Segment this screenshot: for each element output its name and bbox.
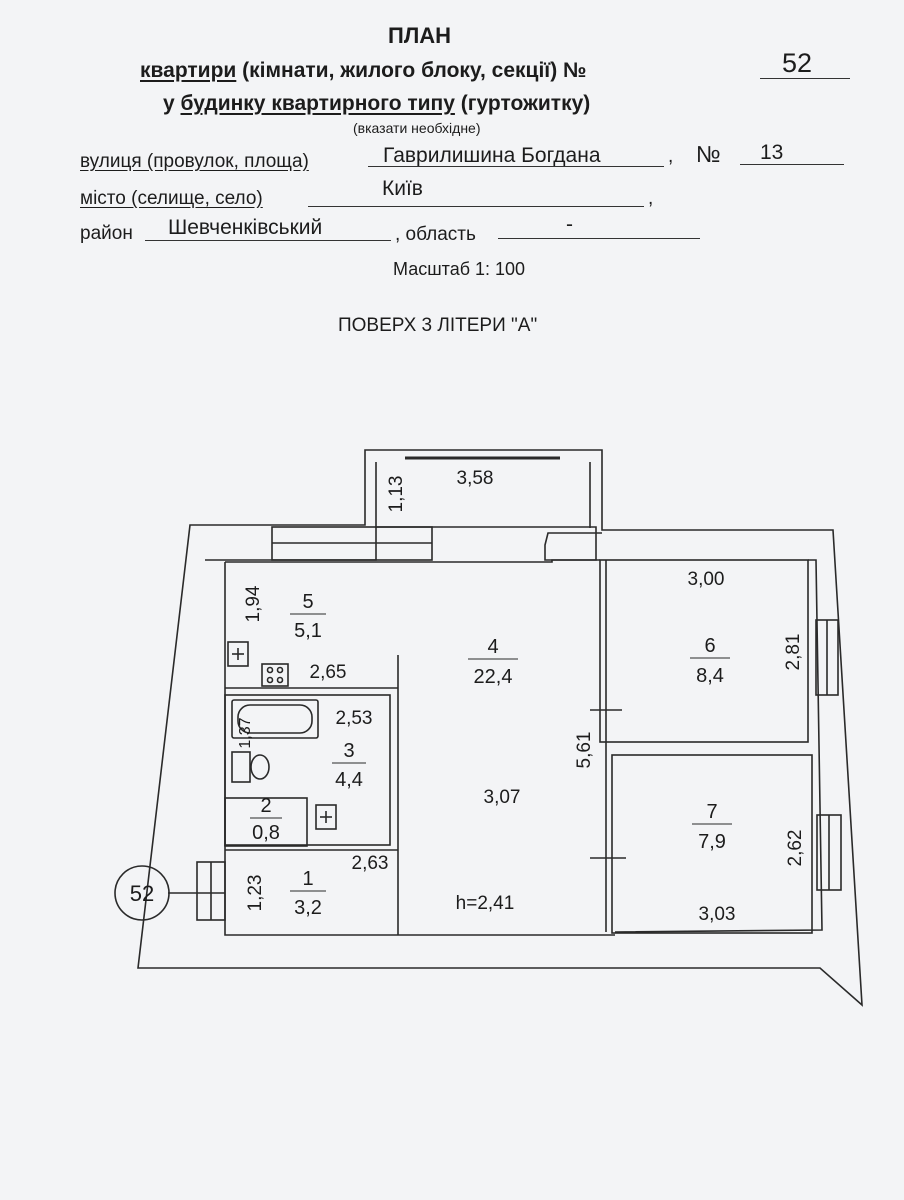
dim-room6-height: 2,81 <box>783 634 804 671</box>
dim-kitchen-height: 1,94 <box>243 585 264 622</box>
room-number: 3 <box>343 740 354 762</box>
apartment-number: 52 <box>782 48 813 78</box>
document-title: ПЛАН <box>388 23 452 48</box>
region-label: , область <box>395 224 476 245</box>
district-label: район <box>80 223 133 244</box>
header-line-1-rest: (кімнати, жилого блоку, секції) № <box>236 59 587 82</box>
district-underline <box>145 240 391 241</box>
room-area: 7,9 <box>698 831 726 853</box>
dim-balcony-depth: 1,13 <box>386 476 407 513</box>
room-6-label: 6 8,4 <box>690 635 730 687</box>
room-number: 2 <box>260 795 271 817</box>
district-value: Шевченківський <box>168 216 323 239</box>
room-4-label: 4 22,4 <box>468 636 518 688</box>
street-comma: , <box>668 146 674 167</box>
floor-title: ПОВЕРХ 3 ЛІТЕРИ "А" <box>338 315 538 336</box>
header-note: (вказати необхідне) <box>353 120 481 136</box>
street-underline <box>368 166 664 167</box>
dim-kitchen-width: 2,65 <box>310 662 347 683</box>
dim-hall-length: 5,61 <box>574 732 595 769</box>
room-number: 5 <box>302 591 313 613</box>
header-line-1: квартири (кімнати, жилого блоку, секції)… <box>140 60 586 82</box>
apartment-marker: 52 <box>130 881 154 906</box>
dim-room4-width: 3,07 <box>484 787 521 808</box>
header-building-type: будинку квартирного типу <box>180 92 455 115</box>
region-underline <box>498 238 700 239</box>
house-number: 13 <box>760 141 784 164</box>
room-number: 7 <box>706 801 717 823</box>
room-5-label: 5 5,1 <box>290 591 326 642</box>
city-value: Київ <box>382 177 423 200</box>
street-label: вулиця (провулок, площа) <box>80 151 309 172</box>
room-1-label: 1 3,2 <box>290 868 326 919</box>
dim-bath-width: 2,53 <box>336 708 373 729</box>
region-value: - <box>566 213 573 236</box>
dim-bath-height: 1,37 <box>237 717 254 748</box>
apartment-marker-circle <box>114 865 170 921</box>
street-value: Гаврилишина Богдана <box>383 144 601 167</box>
room-area: 0,8 <box>252 822 280 844</box>
dim-room6-width: 3,00 <box>688 569 725 590</box>
header-line-2-prefix: у <box>163 92 181 115</box>
room-area: 8,4 <box>696 665 724 687</box>
dim-room7-width: 3,03 <box>699 904 736 925</box>
room-7-label: 7 7,9 <box>692 801 732 853</box>
header-dormitory: (гуртожитку) <box>454 92 591 115</box>
apartment-number-underline <box>760 78 850 79</box>
dim-corridor-width: 2,63 <box>352 853 389 874</box>
room-number: 6 <box>704 635 715 657</box>
plan-walls <box>137 449 863 1007</box>
room-area: 22,4 <box>474 666 513 688</box>
room-3-label: 3 4,4 <box>332 740 366 791</box>
ceiling-height: h=2,41 <box>456 893 515 914</box>
room-number: 4 <box>487 636 498 658</box>
city-label: місто (селище, село) <box>80 188 263 209</box>
room-area: 3,2 <box>294 897 322 919</box>
room-number: 1 <box>302 868 313 890</box>
city-comma: , <box>648 188 654 209</box>
house-number-underline <box>740 164 844 165</box>
room-area: 5,1 <box>294 620 322 642</box>
header-apartment-word: квартири <box>140 59 237 82</box>
scale-label: Масштаб 1: 100 <box>393 259 526 279</box>
room-2-label: 2 0,8 <box>250 795 282 844</box>
room-area: 4,4 <box>335 769 363 791</box>
dim-room7-height: 2,62 <box>785 830 806 867</box>
house-number-label: № <box>696 141 721 167</box>
dim-entry-height: 1,23 <box>245 875 266 912</box>
dim-balcony-width: 3,58 <box>457 468 494 489</box>
city-underline <box>308 206 644 207</box>
header-line-2: у будинку квартирного типу (гуртожитку) <box>163 93 590 115</box>
